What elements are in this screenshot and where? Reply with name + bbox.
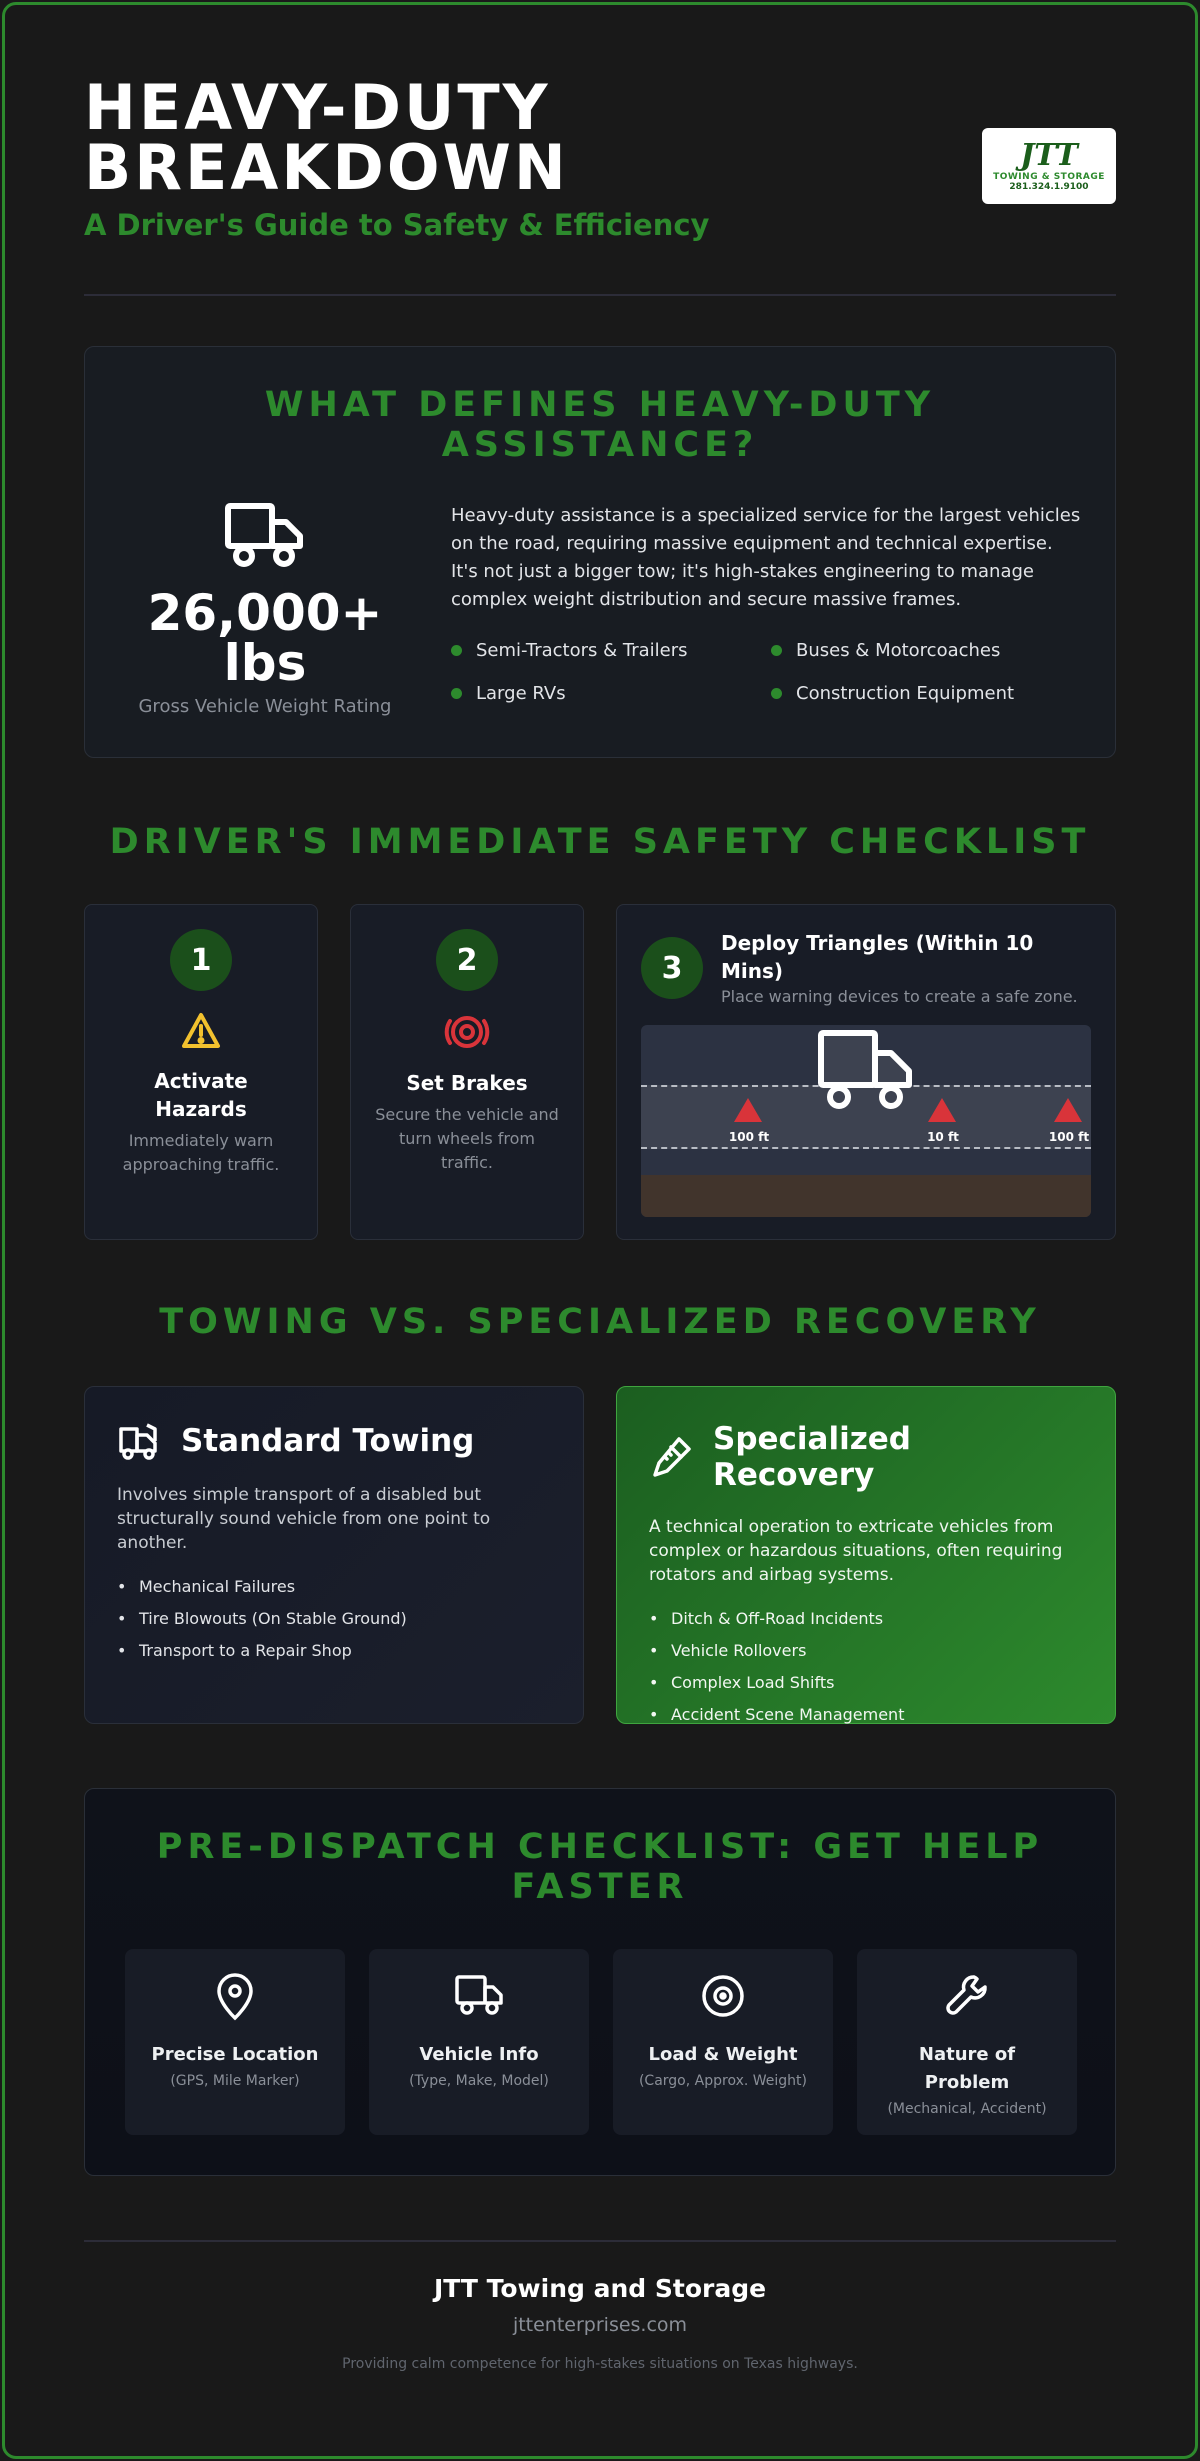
list-item: Large RVs: [451, 683, 771, 704]
item-title: Load & Weight: [648, 2044, 798, 2065]
footer-divider: [84, 2240, 1116, 2242]
list-item: Transport to a Repair Shop: [117, 1635, 551, 1667]
page-subtitle: A Driver's Guide to Safety & Efficiency: [84, 208, 710, 242]
wrench-icon: [946, 1975, 987, 2015]
truck-icon: [455, 1975, 503, 2015]
list-item: Construction Equipment: [771, 683, 1071, 704]
standard-towing-card: Standard Towing Involves simple transpor…: [84, 1386, 584, 1724]
target-icon: [702, 1975, 744, 2017]
step-desc: Immediately warn approaching traffic.: [122, 1131, 280, 1174]
brake-icon: [444, 1016, 490, 1048]
step-card-1: 1 Activate Hazards Immediately warn appr…: [84, 904, 318, 1240]
truck-icon: [225, 503, 303, 567]
truck-icon: [818, 1030, 912, 1109]
specialized-recovery-card: Specialized Recovery A technical operati…: [616, 1386, 1116, 1731]
predispatch-item-location: Precise Location (GPS, Mile Marker): [125, 1949, 345, 2135]
warning-triangle-icon: [1054, 1098, 1082, 1122]
warning-triangle-icon: [928, 1098, 956, 1122]
predispatch-item-load: Load & Weight (Cargo, Approx. Weight): [613, 1949, 833, 2135]
road-shoulder: [641, 1175, 1091, 1217]
list-item: Mechanical Failures: [117, 1571, 551, 1603]
wrench-tool-icon: [653, 1437, 691, 1477]
defines-title: WHAT DEFINES HEAVY-DUTY ASSISTANCE?: [264, 385, 936, 465]
footer-tagline: Providing calm competence for high-stake…: [342, 2356, 858, 2372]
predispatch-title: PRE-DISPATCH CHECKLIST: GET HELP FASTER: [156, 1827, 1044, 1907]
step-number: 2: [436, 929, 498, 991]
standard-list: Mechanical Failures Tire Blowouts (On St…: [117, 1571, 551, 1667]
page-title: HEAVY-DUTY BREAKDOWN: [84, 71, 569, 204]
card-desc: A technical operation to extricate vehic…: [649, 1517, 1063, 1585]
tow-truck-icon: [119, 1423, 157, 1460]
step-number: 1: [170, 929, 232, 991]
card-title: Specialized Recovery: [713, 1421, 911, 1493]
bullet-dot: [771, 645, 782, 656]
compare-title: TOWING VS. SPECIALIZED RECOVERY: [159, 1302, 1041, 1342]
step-title: Activate Hazards: [154, 1069, 248, 1121]
step-number: 3: [641, 937, 703, 999]
step-title: Deploy Triangles (Within 10 Mins): [721, 931, 1034, 983]
step-card-3: 3 Deploy Triangles (Within 10 Mins) Plac…: [616, 904, 1116, 1240]
triangle-diagram: 100 ft 10 ft 100 ft: [641, 1025, 1091, 1217]
step-desc: Place warning devices to create a safe z…: [721, 987, 1078, 1006]
predispatch-item-problem: Nature of Problem (Mechanical, Accident): [857, 1949, 1077, 2135]
bullet-dot: [451, 645, 462, 656]
logo-line-2: 281.324.1.9100: [1009, 182, 1089, 192]
list-item: Vehicle Rollovers: [649, 1635, 1083, 1667]
weight-value: 26,000+ lbs: [147, 584, 383, 692]
item-sub: (Type, Make, Model): [409, 2073, 549, 2089]
distance-label: 100 ft: [1048, 1130, 1090, 1144]
item-sub: (Mechanical, Accident): [887, 2101, 1047, 2117]
list-item: Ditch & Off-Road Incidents: [649, 1603, 1083, 1635]
item-sub: (GPS, Mile Marker): [170, 2073, 300, 2089]
list-item: Complex Load Shifts: [649, 1667, 1083, 1699]
road-lane: [641, 1085, 1091, 1149]
warning-icon: [182, 1013, 220, 1048]
checklist-title: DRIVER'S IMMEDIATE SAFETY CHECKLIST: [109, 822, 1091, 862]
distance-label: 100 ft: [728, 1130, 770, 1144]
warning-triangle-icon: [734, 1098, 762, 1122]
list-item: Semi-Tractors & Trailers: [451, 640, 771, 661]
step-title: Set Brakes: [406, 1071, 528, 1095]
weight-callout: 26,000+ lbs Gross Vehicle Weight Rating: [125, 502, 405, 717]
distance-label: 10 ft: [927, 1130, 959, 1144]
list-item: Tire Blowouts (On Stable Ground): [117, 1603, 551, 1635]
item-title: Precise Location: [151, 2044, 319, 2065]
bullet-dot: [771, 688, 782, 699]
logo-mark: JTT: [1020, 138, 1078, 173]
step-desc: Secure the vehicle and turn wheels from …: [375, 1105, 559, 1172]
weight-caption: Gross Vehicle Weight Rating: [138, 696, 392, 717]
step-card-2: 2 Set Brakes Secure the vehicle and turn…: [350, 904, 584, 1240]
company-logo: JTT TOWING & STORAGE 281.324.1.9100: [982, 128, 1116, 204]
footer-website[interactable]: jttenterprises.com: [512, 2314, 688, 2336]
predispatch-section: PRE-DISPATCH CHECKLIST: GET HELP FASTER …: [84, 1788, 1116, 2176]
list-item: Accident Scene Management: [649, 1699, 1083, 1731]
footer-company: JTT Towing and Storage: [433, 2274, 767, 2303]
header: HEAVY-DUTY BREAKDOWN A Driver's Guide to…: [84, 71, 1116, 258]
defines-section: WHAT DEFINES HEAVY-DUTY ASSISTANCE? 26,0…: [84, 346, 1116, 758]
bullet-dot: [451, 688, 462, 699]
list-item: Buses & Motorcoaches: [771, 640, 1071, 661]
header-divider: [84, 294, 1116, 296]
predispatch-item-vehicle: Vehicle Info (Type, Make, Model): [369, 1949, 589, 2135]
logo-line-1: TOWING & STORAGE: [993, 172, 1105, 182]
item-title: Vehicle Info: [419, 2044, 539, 2065]
defines-body: Heavy-duty assistance is a specialized s…: [451, 502, 1081, 704]
item-title: Nature of Problem: [918, 2044, 1016, 2093]
item-sub: (Cargo, Approx. Weight): [638, 2073, 808, 2089]
card-title: Standard Towing: [181, 1423, 475, 1459]
location-pin-icon: [217, 1973, 253, 2021]
card-desc: Involves simple transport of a disabled …: [117, 1485, 491, 1553]
defines-description: Heavy-duty assistance is a specialized s…: [451, 505, 1081, 610]
specialized-list: Ditch & Off-Road Incidents Vehicle Rollo…: [649, 1603, 1083, 1731]
vehicle-list: Semi-Tractors & Trailers Buses & Motorco…: [451, 640, 1081, 704]
